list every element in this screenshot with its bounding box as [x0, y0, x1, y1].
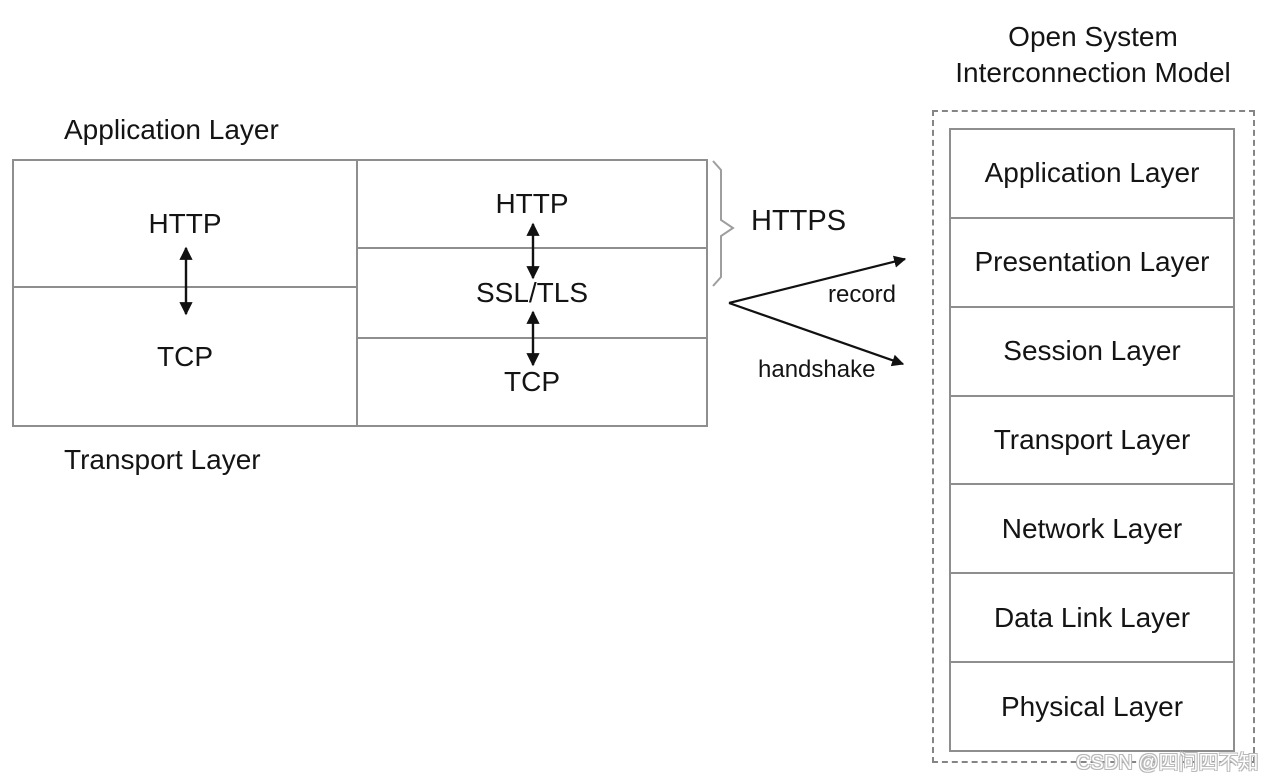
- osi-layer-session: Session Layer: [949, 305, 1235, 397]
- handshake-label: handshake: [758, 356, 876, 383]
- osi-layer-transport: Transport Layer: [949, 394, 1235, 486]
- https-ssl-stack: HTTP SSL/TLS TCP: [356, 159, 708, 427]
- osi-title-line2: Interconnection Model: [955, 57, 1231, 88]
- osi-layer-presentation: Presentation Layer: [949, 216, 1235, 308]
- transport-layer-label: Transport Layer: [64, 444, 261, 475]
- https-label: HTTPS: [751, 205, 847, 237]
- osi-layer-stack: Application Layer Presentation Layer Ses…: [949, 128, 1235, 753]
- handshake-arrow-icon: [728, 301, 905, 367]
- watermark: CSDN @四问四不知: [1076, 752, 1259, 774]
- record-label: record: [827, 281, 897, 308]
- tcp-cell: TCP: [157, 340, 213, 372]
- application-layer-label: Application Layer: [64, 114, 279, 145]
- ssl-tls-cell: SSL/TLS: [358, 249, 706, 339]
- osi-layer-application: Application Layer: [949, 128, 1235, 219]
- osi-title-line1: Open System: [1008, 21, 1178, 52]
- osi-layer-network: Network Layer: [949, 483, 1235, 575]
- http-cell: HTTP: [14, 161, 356, 288]
- osi-title: Open System Interconnection Model: [928, 19, 1258, 91]
- osi-dashed-box: [932, 110, 1255, 763]
- osi-layer-datalink: Data Link Layer: [949, 572, 1235, 664]
- http-cell: HTTP: [358, 161, 706, 249]
- osi-layer-physical: Physical Layer: [949, 661, 1235, 753]
- https-brace-icon: [712, 160, 735, 287]
- tcp-cell: TCP: [504, 366, 560, 397]
- http-tcp-stack: HTTP TCP: [12, 159, 358, 427]
